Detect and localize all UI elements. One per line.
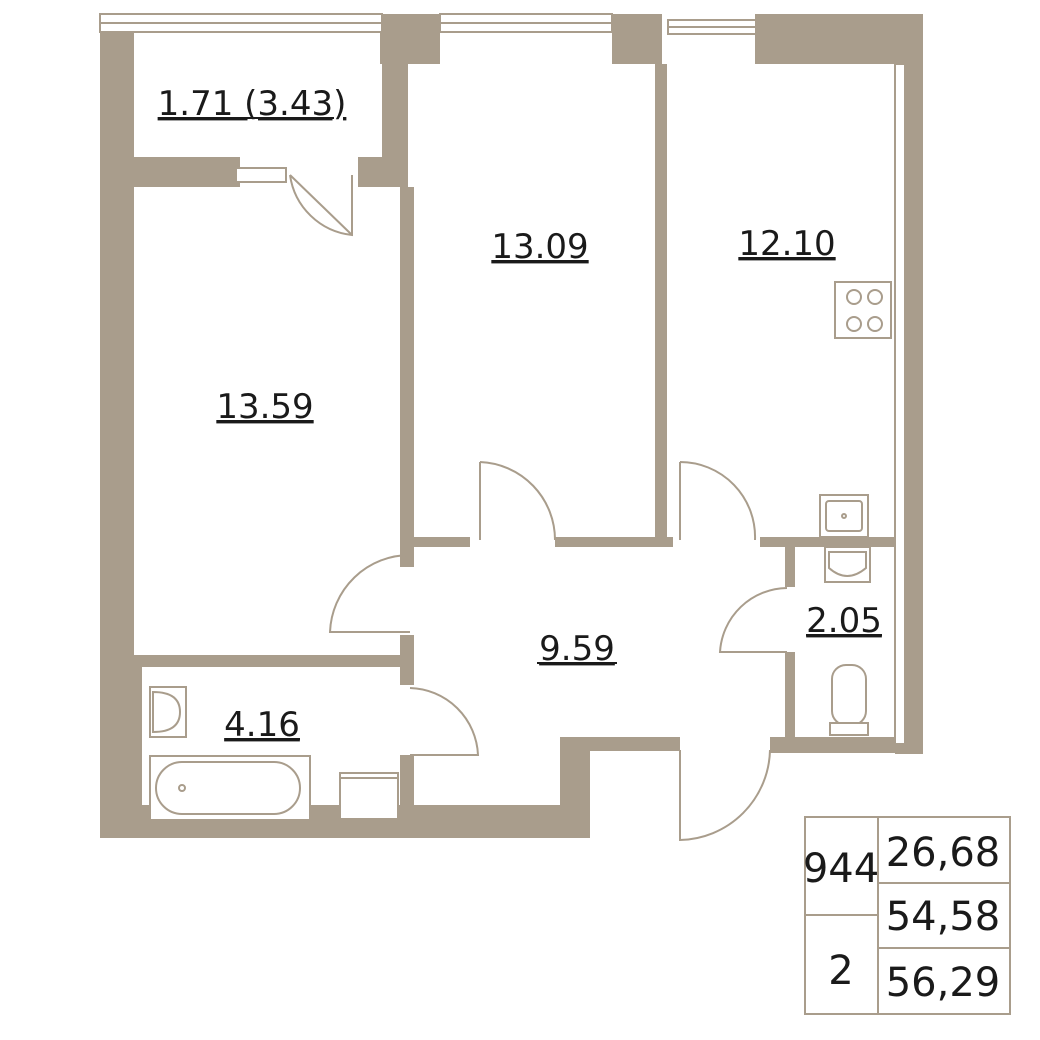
balcony-walls (100, 30, 408, 187)
total-area-with-balcony: 56,29 (886, 960, 1001, 1006)
apartment-number: 944 (803, 846, 879, 892)
room-labels: 1.71 (3.43) 13.59 13.09 12.10 9.59 2.05 … (158, 84, 882, 745)
info-table: 944 2 26,68 54,58 56,29 (803, 816, 1011, 1015)
windows (99, 13, 906, 745)
stove (834, 281, 892, 339)
total-area: 54,58 (886, 894, 1001, 940)
washing-machine (339, 772, 399, 820)
doors (289, 174, 788, 842)
interior-walls (134, 64, 900, 810)
kitchen-sink (819, 494, 869, 538)
living-area: 26,68 (886, 830, 1001, 876)
bathroom-sink (149, 686, 187, 738)
wc-sink (824, 546, 871, 583)
toilet (829, 664, 869, 736)
rooms-count: 2 (828, 948, 853, 994)
bathtub (149, 755, 311, 821)
